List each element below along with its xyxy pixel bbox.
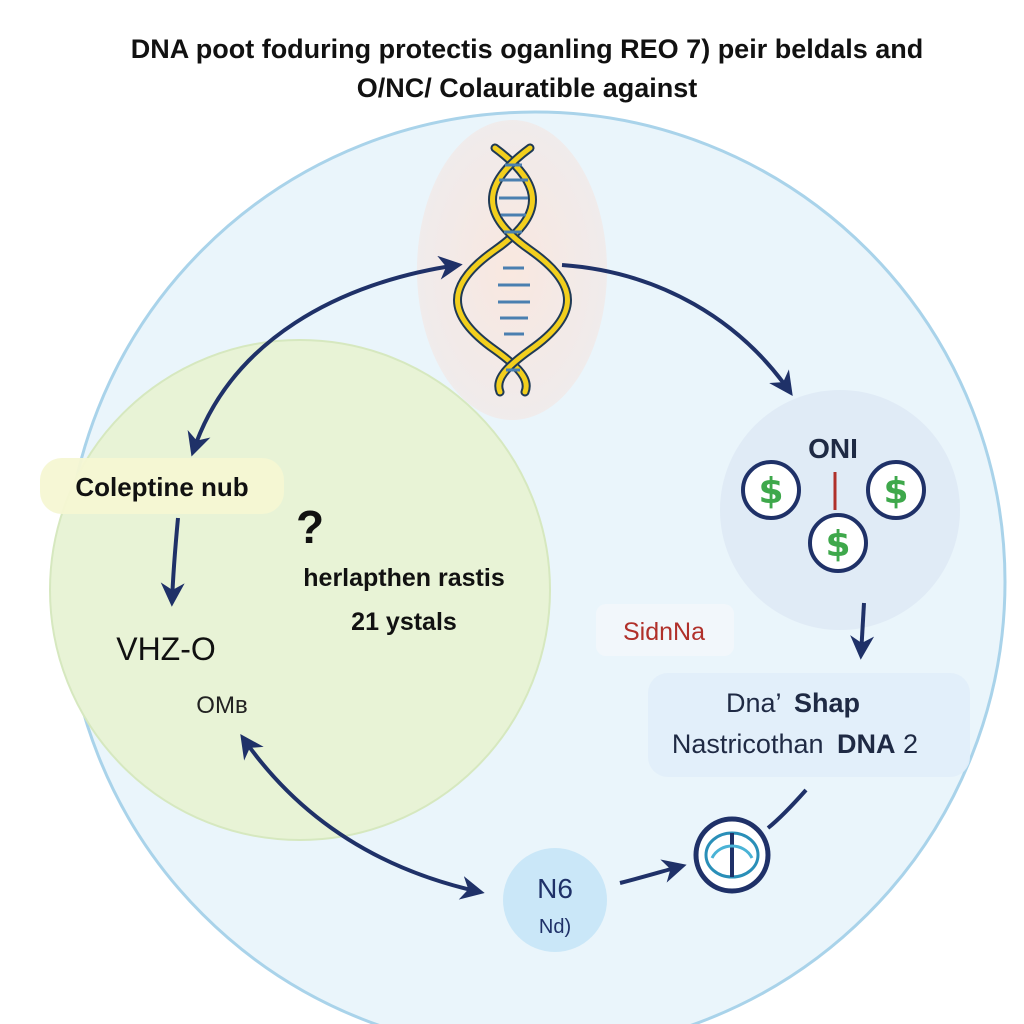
circular-dna-icon: [693, 816, 771, 894]
dna-helix-icon: [453, 143, 572, 397]
arrow-coleptine-down: [160, 517, 185, 607]
sidnna-label-bg: [596, 604, 734, 656]
dna-shap-label: Dna’ Shap: [726, 688, 860, 718]
nastricothan-suffix: 2: [903, 729, 918, 759]
question-mark: ?: [296, 501, 324, 553]
nastricothan-prefix: Nastricothan: [672, 729, 824, 759]
arrow-oms-to-n6: [240, 734, 485, 900]
svg-text:$: $: [825, 524, 850, 565]
herlapthen-label: herlapthen rastis: [303, 564, 504, 592]
svg-text:$: $: [883, 471, 908, 512]
arrow-dna-to-coins: [561, 263, 793, 396]
ystals-label: 21 ystals: [351, 608, 457, 636]
dollar-coin-icon: $: [866, 460, 926, 520]
arrow-coins-down: [850, 602, 875, 660]
dna-shap-prefix: Dna’: [726, 688, 781, 718]
arrow-n6-to-target: [619, 859, 687, 885]
title-line-1: DNA poot foduring protectis oganling REO…: [131, 34, 924, 64]
nastricothan-bold: DNA: [837, 729, 896, 759]
sidnna-label: SidnNa: [623, 618, 705, 646]
oms-label: OMв: [196, 692, 247, 719]
connector-box-to-target: [766, 788, 808, 830]
n6-circle: [503, 848, 607, 952]
vhz-label: VHZ-O: [116, 631, 216, 667]
coleptine-label: Coleptine nub: [75, 472, 248, 502]
dna-shap-box: [648, 673, 970, 777]
arrow-left-to-dna: [187, 255, 463, 457]
dna-glow-region: [417, 120, 607, 420]
coleptine-label-bg: [40, 458, 284, 514]
nastricothan-label: Nastricothan DNA 2: [672, 729, 918, 759]
dollar-coin-icon: $: [741, 460, 801, 520]
nd-label: Nd): [539, 916, 571, 938]
oni-label: ONI: [808, 433, 858, 464]
dna-shap-bold: Shap: [794, 688, 860, 718]
n6-label: N6: [537, 873, 573, 904]
coin-region-circle: [720, 390, 960, 630]
title-line-2: O/NC/ Colauratible against: [357, 73, 698, 103]
dollar-coin-icon: $: [808, 513, 868, 573]
svg-text:$: $: [758, 471, 783, 512]
